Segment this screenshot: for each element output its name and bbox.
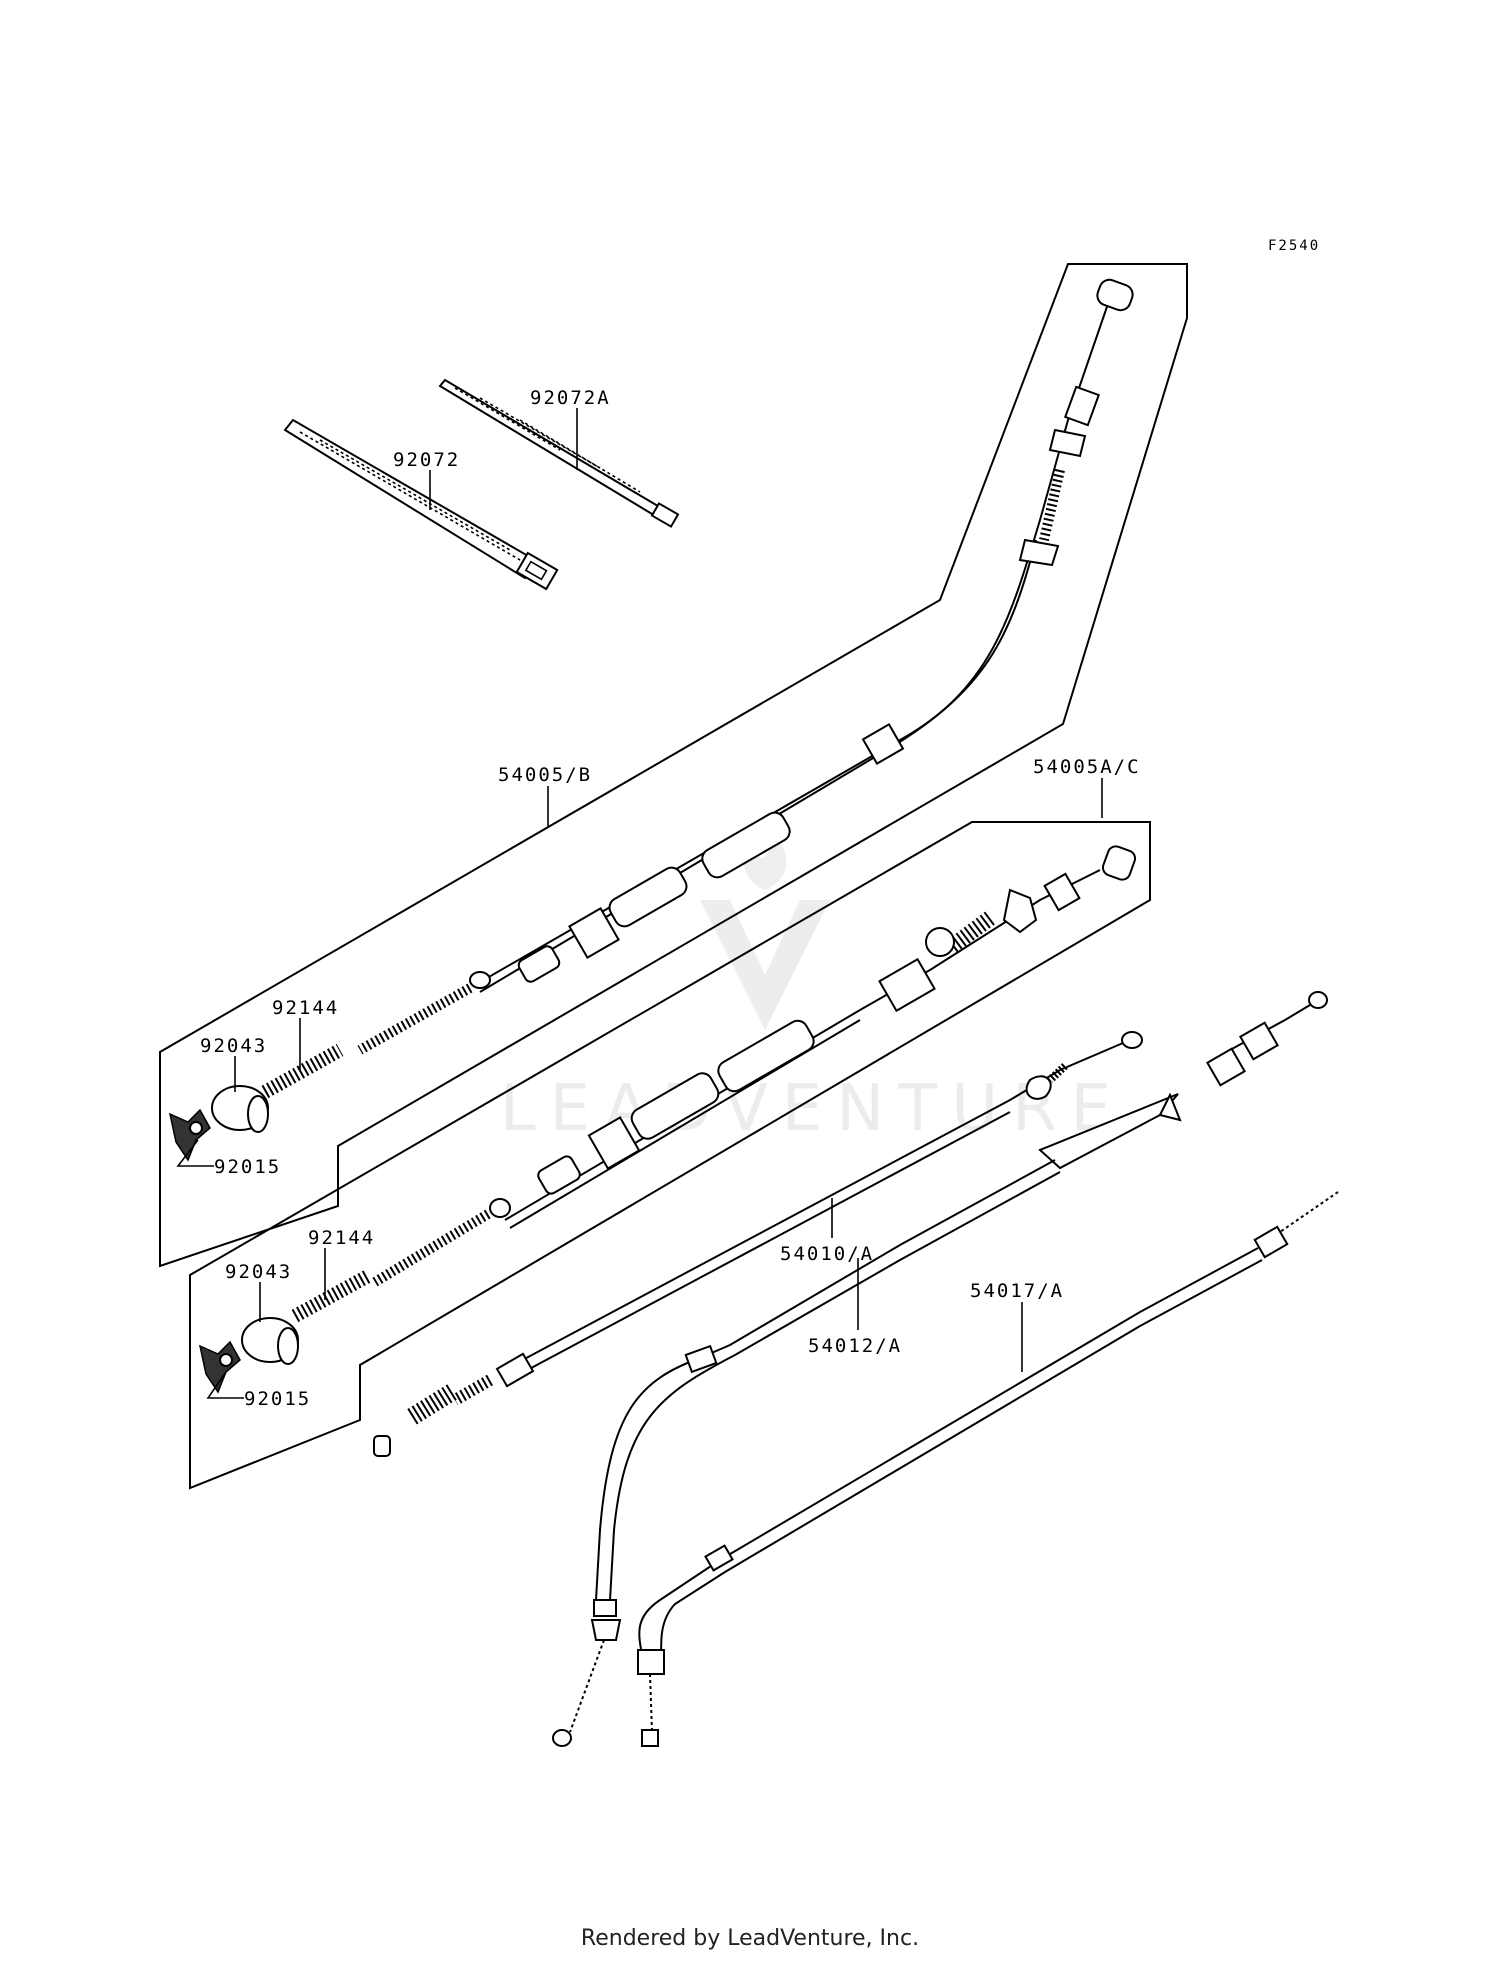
label-92144-2: 92144 [308,1227,375,1249]
label-92043-2: 92043 [225,1261,292,1283]
cable-54005AC [372,845,1137,1287]
group-outline-54005AC [189,821,1151,1490]
spring-92144-1 [261,1043,344,1099]
spring-92144-2 [291,1269,372,1323]
cable-54005B [357,278,1134,1055]
label-92072: 92072 [393,449,460,471]
group-outline-54005B [159,263,1188,1268]
wing-nut-92015-1 [168,1108,211,1162]
leader-line-92015-2 [206,1371,244,1399]
label-92015-1: 92015 [214,1156,281,1178]
label-92015-2: 92015 [244,1388,311,1410]
label-92043-1: 92043 [200,1035,267,1057]
label-54012A: 54012/A [808,1335,902,1357]
diagram-code: F2540 [1268,238,1320,254]
cable-54010A [373,1031,1143,1457]
cable-54012A [552,991,1328,1747]
label-92072A: 92072A [530,387,611,409]
cable-tie-92072 [283,418,559,591]
cable-tie-92072A [438,378,680,528]
label-54005AC: 54005A/C [1033,756,1141,778]
label-54010A: 54010/A [780,1243,874,1265]
cable-54017A [637,1191,1339,1747]
holder-92043-1 [211,1085,269,1133]
holder-92043-2 [241,1317,299,1365]
watermark-logo-icon [700,900,830,1030]
label-54005B: 54005/B [498,764,592,786]
label-54017A: 54017/A [970,1280,1064,1302]
cable-end-barrel [1096,278,1134,312]
footer-credit: Rendered by LeadVenture, Inc. [580,1926,920,1951]
wing-nut-92015-2 [198,1340,241,1394]
leader-line-92015-1 [176,1139,214,1167]
label-92144-1: 92144 [272,997,339,1019]
